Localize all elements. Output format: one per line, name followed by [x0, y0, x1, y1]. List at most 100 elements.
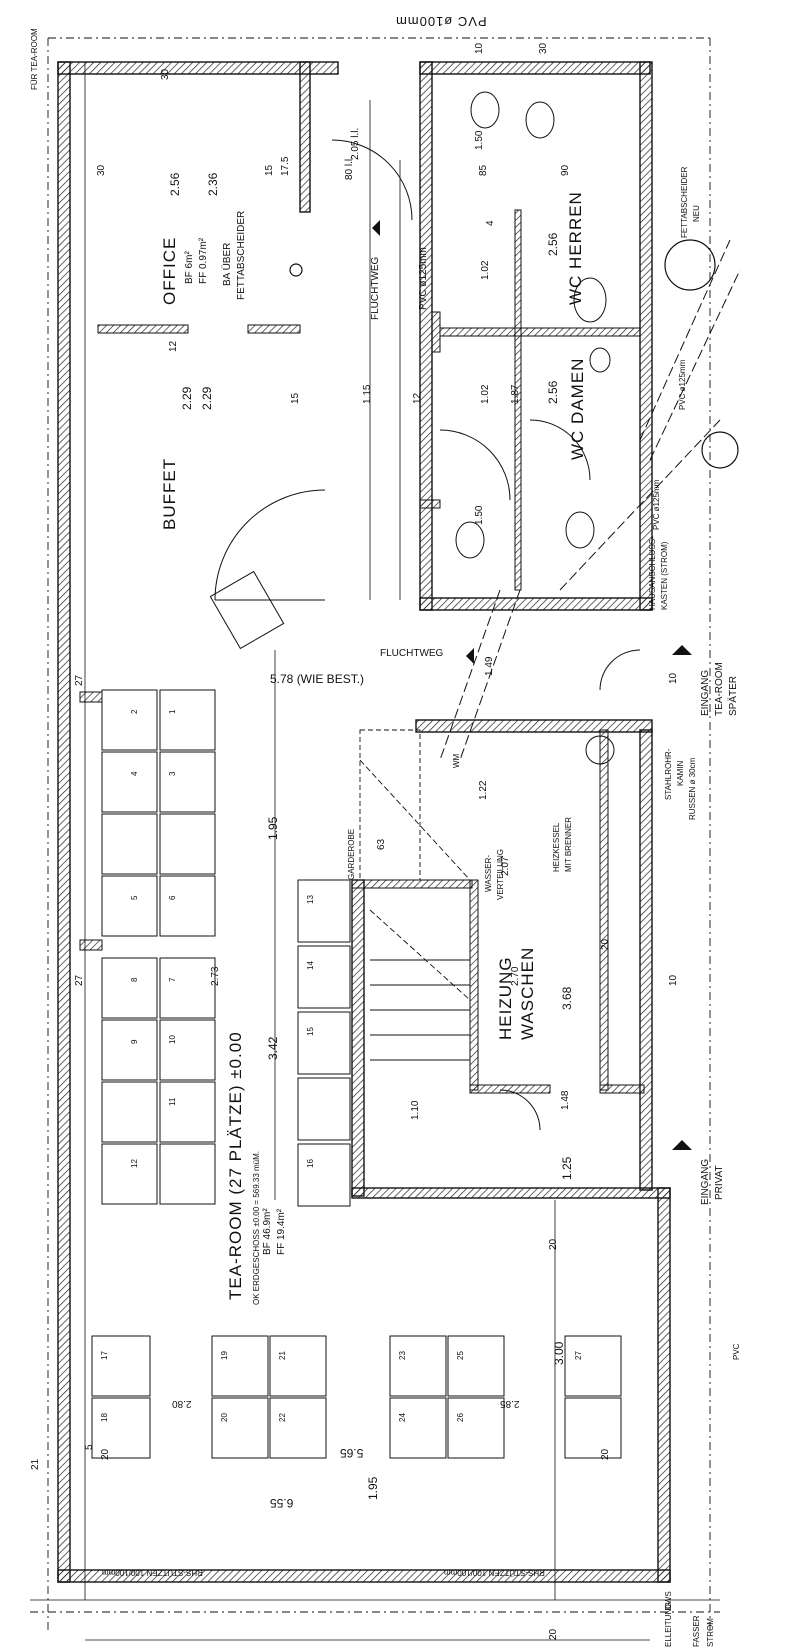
kamin-label-3: RUSSEN ø 30cm [688, 757, 697, 820]
dim-20b: 20 [600, 938, 611, 950]
dim-10b: 10 [668, 672, 679, 684]
dim-2-56a: 2.56 [168, 172, 182, 196]
seat-number: 25 [456, 1351, 465, 1360]
seat-number: 7 [168, 977, 177, 982]
tearoom-area-bf: BF 46.9m² [262, 1208, 273, 1255]
seat-number: 22 [278, 1413, 287, 1422]
seat-number: 27 [574, 1351, 583, 1360]
dim-1-50b: 1.50 [474, 505, 485, 525]
office-area-bf: BF 6m² [184, 251, 195, 284]
dim-1-95a: 1.95 [266, 816, 280, 840]
pvc-diagonal-label-1: PVC ø125mm [678, 359, 687, 410]
room-tearoom: TEA-ROOM (27 PLÄTZE) ±0.00 [226, 1031, 245, 1300]
interior-walls [79, 209, 645, 1094]
dim-2-70: 2.70 [510, 966, 521, 986]
seat-number: 3 [168, 771, 177, 776]
dim-3-42: 3.42 [266, 1036, 280, 1060]
dim-20d: 20 [600, 1448, 611, 1460]
seat-number: 21 [278, 1351, 287, 1360]
dim-1-10: 1.10 [410, 1100, 421, 1120]
room-waschen: WASCHEN [518, 946, 537, 1040]
tearoom-area-ff: FF 19.4m² [276, 1208, 287, 1255]
seat-number: 2 [130, 709, 139, 714]
room-buffet: BUFFET [160, 457, 179, 530]
dim-12a: 12 [412, 392, 423, 404]
dim-20e: 20 [548, 1628, 559, 1640]
room-office: OFFICE [160, 236, 179, 305]
wm-label: WM [452, 753, 461, 768]
seat-number: 5 [130, 895, 139, 900]
dim-1-02b: 1.02 [480, 384, 491, 404]
dim-30b: 30 [160, 68, 171, 80]
seat-number: 6 [168, 895, 177, 900]
dim-3-00: 3.00 [552, 1341, 566, 1365]
seat-number: 4 [130, 771, 139, 776]
pvc-top-label: PVC ø100mm [395, 14, 487, 29]
seat-number: 15 [306, 1027, 315, 1036]
eingang-privat-1: EINGANG [700, 1158, 711, 1205]
dim-20c: 20 [100, 1448, 111, 1460]
bottom-label-4: DWS [664, 1591, 673, 1610]
seat-number: 17 [100, 1351, 109, 1360]
dim-2-80: 2.80 [172, 1398, 192, 1409]
seat-number: 11 [168, 1097, 177, 1106]
eingang-tearoom-2: TEA-ROOM [714, 662, 725, 716]
dim-1-87: 1.87 [510, 384, 521, 404]
dim-2-73: 2.73 [210, 966, 221, 986]
rhs-label-1: RHS-STÜTZEN 100/100mm [102, 1568, 203, 1577]
bottom-label-2: FASSER [692, 1615, 701, 1647]
hausanschluss-label-2: KASTEN (STROM) [660, 541, 669, 610]
fettabscheider-label: FETTABSCHEIDER [680, 166, 689, 238]
pvc-diagonal-label-2: PVC ø125mm [652, 479, 661, 530]
dim-1-95b: 1.95 [366, 1476, 380, 1500]
pvc-125-label: PVC ø125mm [418, 247, 429, 310]
bottom-label-3: STROM [706, 1618, 715, 1647]
stairs [359, 729, 471, 1061]
seat-number: 23 [398, 1351, 407, 1360]
heizkessel-label-1: HEIZKESSEL [552, 822, 561, 872]
seat-number: 9 [130, 1039, 139, 1044]
fluchtweg-label-2: FLUCHTWEG [380, 648, 444, 659]
wie-best-label: 5.78 (WIE BEST.) [270, 672, 365, 686]
tearoom-floor-level: OK ERDGESCHOSS ±0.00 = 569.33 müM. [252, 1150, 261, 1305]
fettabscheider-neu-label: NEU [692, 205, 701, 222]
seat-number: 18 [100, 1413, 109, 1422]
eingang-privat-2: PRIVAT [714, 1165, 725, 1200]
seat-number: 8 [130, 977, 139, 982]
dim-1-50a: 1.50 [474, 130, 485, 150]
rhs-label-2: RHS-STÜTZEN 100/100mm [444, 1568, 545, 1577]
manhole-circles [289, 239, 739, 469]
dim-27b: 27 [74, 974, 85, 986]
dim-10a: 10 [474, 42, 485, 54]
dim-17-5: 17.5 [280, 156, 291, 176]
seat-number: 13 [306, 895, 315, 904]
seat-number: 16 [306, 1159, 315, 1168]
seat-number: 1 [168, 709, 177, 714]
fluchtweg-label-1: FLUCHTWEG [370, 256, 381, 320]
dim-2-07: 2.07 [500, 856, 511, 876]
dim-5: 5 [84, 1444, 95, 1450]
office-note-2: FETTABSCHEIDER [236, 210, 247, 300]
seat-number: 26 [456, 1413, 465, 1422]
dim-20a: 20 [548, 1238, 559, 1250]
dim-10c: 10 [668, 974, 679, 986]
dim-1-02a: 1.02 [480, 260, 491, 280]
dimension-lines [30, 62, 720, 1641]
dim-2-56b: 2.56 [546, 232, 560, 256]
dim-2-05-ll: 2.05 l.l. [350, 127, 361, 160]
dim-5-65: 5.65 [340, 1446, 364, 1460]
dim-2-36: 2.36 [206, 172, 220, 196]
dim-1-48: 1.48 [560, 1090, 571, 1110]
pipes [439, 239, 741, 761]
dim-6-55: 6.55 [270, 1496, 294, 1510]
seat-number: 20 [220, 1413, 229, 1422]
hausanschluss-label-1: HAUSANSCHLUSS- [648, 536, 657, 610]
dim-15b: 15 [290, 392, 301, 404]
seat-number: 12 [130, 1159, 139, 1168]
dim-85: 85 [478, 164, 489, 176]
seat-number: 10 [168, 1035, 177, 1044]
dim-1-22: 1.22 [478, 780, 489, 800]
dim-4: 4 [485, 220, 496, 226]
room-wc-damen: WC DAMEN [568, 357, 587, 460]
